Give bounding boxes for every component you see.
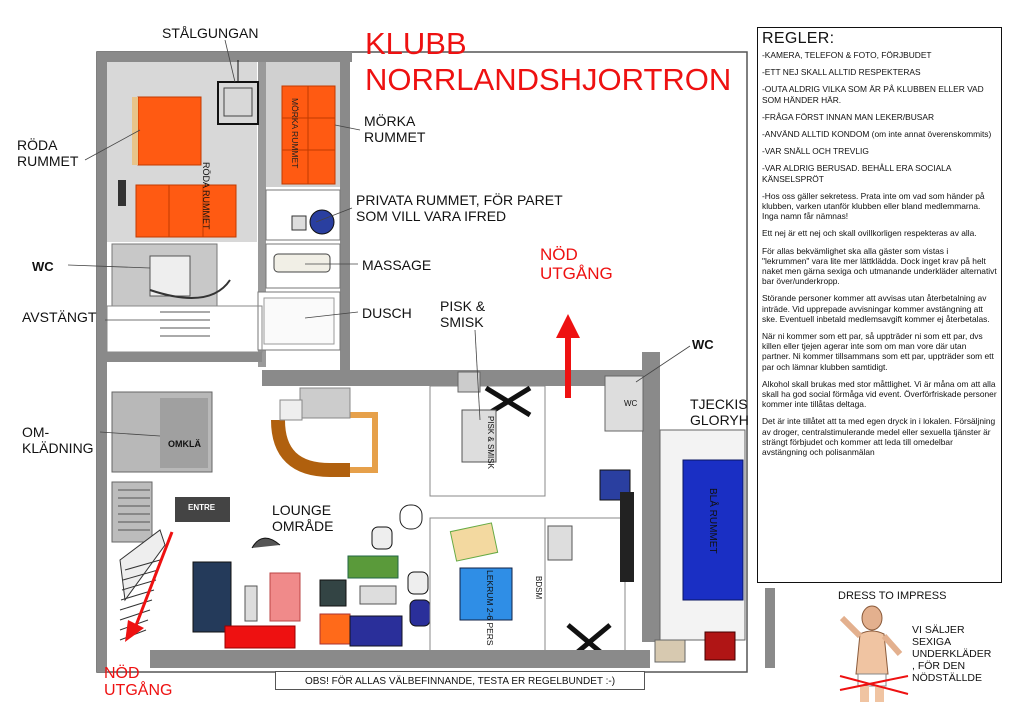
label-lounge: LOUNGE OMRÅDE <box>272 502 334 534</box>
blue-room-bed <box>682 459 744 601</box>
rule-item: För allas bekvämlighet ska alla gäster s… <box>762 245 997 287</box>
ad-text: VI SÄLJER SEXIGA UNDERKLÄDER , FÖR DEN N… <box>912 624 992 684</box>
footer-note: OBS! FÖR ALLAS VÄLBEFINNANDE, TESTA ER R… <box>275 671 645 690</box>
label-omkladning: OM- KLÄDNING <box>22 424 94 456</box>
floor-label-omkla: OMKLÄ <box>168 439 201 449</box>
page-title: KLUBB NORRLANDSHJORTRON <box>365 26 732 97</box>
label-morka-rummet: MÖRKA RUMMET <box>364 113 426 145</box>
wall-corridor <box>258 62 266 367</box>
lounge-sofa-green <box>347 555 399 579</box>
rules-panel: REGLER: -KAMERA, TELEFON & FOTO, FÖRJBUD… <box>757 27 1002 583</box>
label-roda-rummet: RÖDA RUMMET <box>17 137 79 169</box>
label-emergency-exit-top: NÖD UTGÅNG <box>540 245 613 283</box>
lekrum-bed <box>459 567 513 621</box>
rules-heading: REGLER: <box>762 30 835 47</box>
rule-item: -VAR SNÄLL OCH TREVLIG <box>762 146 869 157</box>
outer-wall-top <box>97 52 352 62</box>
lounge-sofa-navy <box>192 561 232 633</box>
label-privata-rummet: PRIVATA RUMMET, FÖR PARET SOM VILL VARA … <box>356 192 563 224</box>
rule-item: -VAR ALDRIG BERUSAD. BEHÅLL ERA SOCIALA … <box>762 163 951 184</box>
rule-item: -Hos oss gäller sekretess. Prata inte om… <box>762 190 985 222</box>
rule-item: Störande personer kommer att avvisas uta… <box>762 293 990 324</box>
corridor-wall <box>262 370 647 386</box>
label-stalgungan: STÅLGUNGAN <box>162 25 259 41</box>
floor-label-wc: WC <box>624 399 638 408</box>
rule-item: När ni kommer som ett par, så uppträder … <box>762 331 994 372</box>
inner-wall-top-right <box>340 52 350 372</box>
label-avstangt: AVSTÄNGT <box>22 309 97 325</box>
rule-item: -KAMERA, TELEFON & FOTO, FÖRJBUDET <box>762 50 932 60</box>
label-wc-left: WC <box>32 259 54 274</box>
ad-person-figure <box>839 605 909 702</box>
ad-title: DRESS TO IMPRESS <box>838 590 947 602</box>
rule-item: -FRÅGA FÖRST INNAN MAN LEKER/BUSAR <box>762 111 935 122</box>
rule-item: -OUTA ALDRIG VILKA SOM ÄR PÅ KLUBBEN ELL… <box>762 84 984 105</box>
label-emergency-exit-bottom: NÖD UTGÅNG <box>104 665 173 699</box>
rule-item: -ETT NEJ SKALL ALLTID RESPEKTERAS <box>762 67 921 78</box>
label-massage: MASSAGE <box>362 257 432 273</box>
label-wc-right: WC <box>692 337 714 352</box>
rule-item: Det är inte tillåtet att ta med egen dry… <box>762 416 996 458</box>
rule-item: -ANVÄND ALLTID KONDOM (om inte annat öve… <box>762 129 992 140</box>
rule-item: Ett nej är ett nej och skall ovillkorlig… <box>762 228 977 239</box>
lounge-sofa-pink <box>269 572 301 622</box>
label-pisk-smisk: PISK & SMISK <box>440 298 486 330</box>
lounge-sofa-red <box>224 625 296 649</box>
label-dusch: DUSCH <box>362 305 412 321</box>
rule-item: Alkohol skall brukas med stor måttlighet… <box>762 378 997 410</box>
red-room-bed-2 <box>135 184 237 238</box>
floor-label-entre: ENTRE <box>188 503 216 512</box>
label-tjeckis-gloryhole: TJECKIS GLORYH <box>690 396 749 428</box>
